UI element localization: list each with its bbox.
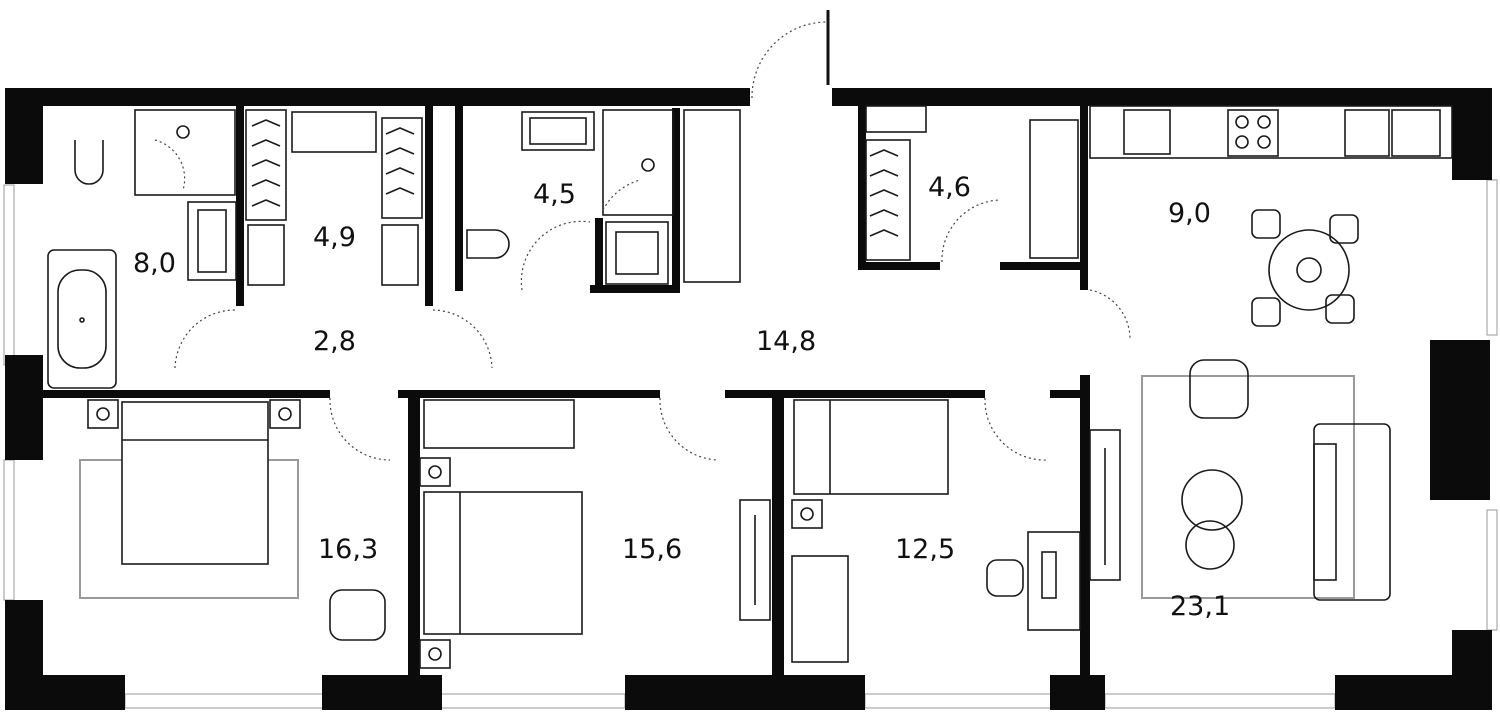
door-swings (174, 309, 1049, 461)
area-bathroom-1: 8,0 (133, 248, 176, 279)
area-bedroom-2: 15,6 (622, 534, 682, 565)
bedroom-3-fixtures (791, 399, 1081, 663)
area-hall-small: 2,8 (313, 326, 356, 357)
area-bathroom-2: 4,5 (533, 179, 576, 210)
bathroom-1-fixtures (47, 109, 237, 389)
kitchen-fixtures (1089, 105, 1453, 341)
area-labels: 8,0 4,9 4,5 4,6 9,0 2,8 14,8 16,3 15,6 1… (133, 172, 1230, 622)
wardrobe-1-fixtures (245, 109, 423, 286)
area-corridor: 14,8 (756, 326, 816, 357)
living-room-fixtures (1089, 359, 1391, 601)
wardrobe-2-fixtures (865, 105, 1079, 263)
bedroom-2-fixtures (419, 399, 771, 669)
area-bedroom-1: 16,3 (318, 534, 378, 565)
bathroom-2-fixtures (466, 109, 741, 291)
area-bedroom-3: 12,5 (895, 534, 955, 565)
area-living-room: 23,1 (1170, 591, 1230, 622)
bedroom-1-fixtures (79, 399, 386, 641)
area-wardrobe-2: 4,6 (928, 172, 971, 203)
area-kitchen: 9,0 (1168, 198, 1211, 229)
walls (5, 88, 1492, 710)
area-wardrobe-1: 4,9 (313, 222, 356, 253)
